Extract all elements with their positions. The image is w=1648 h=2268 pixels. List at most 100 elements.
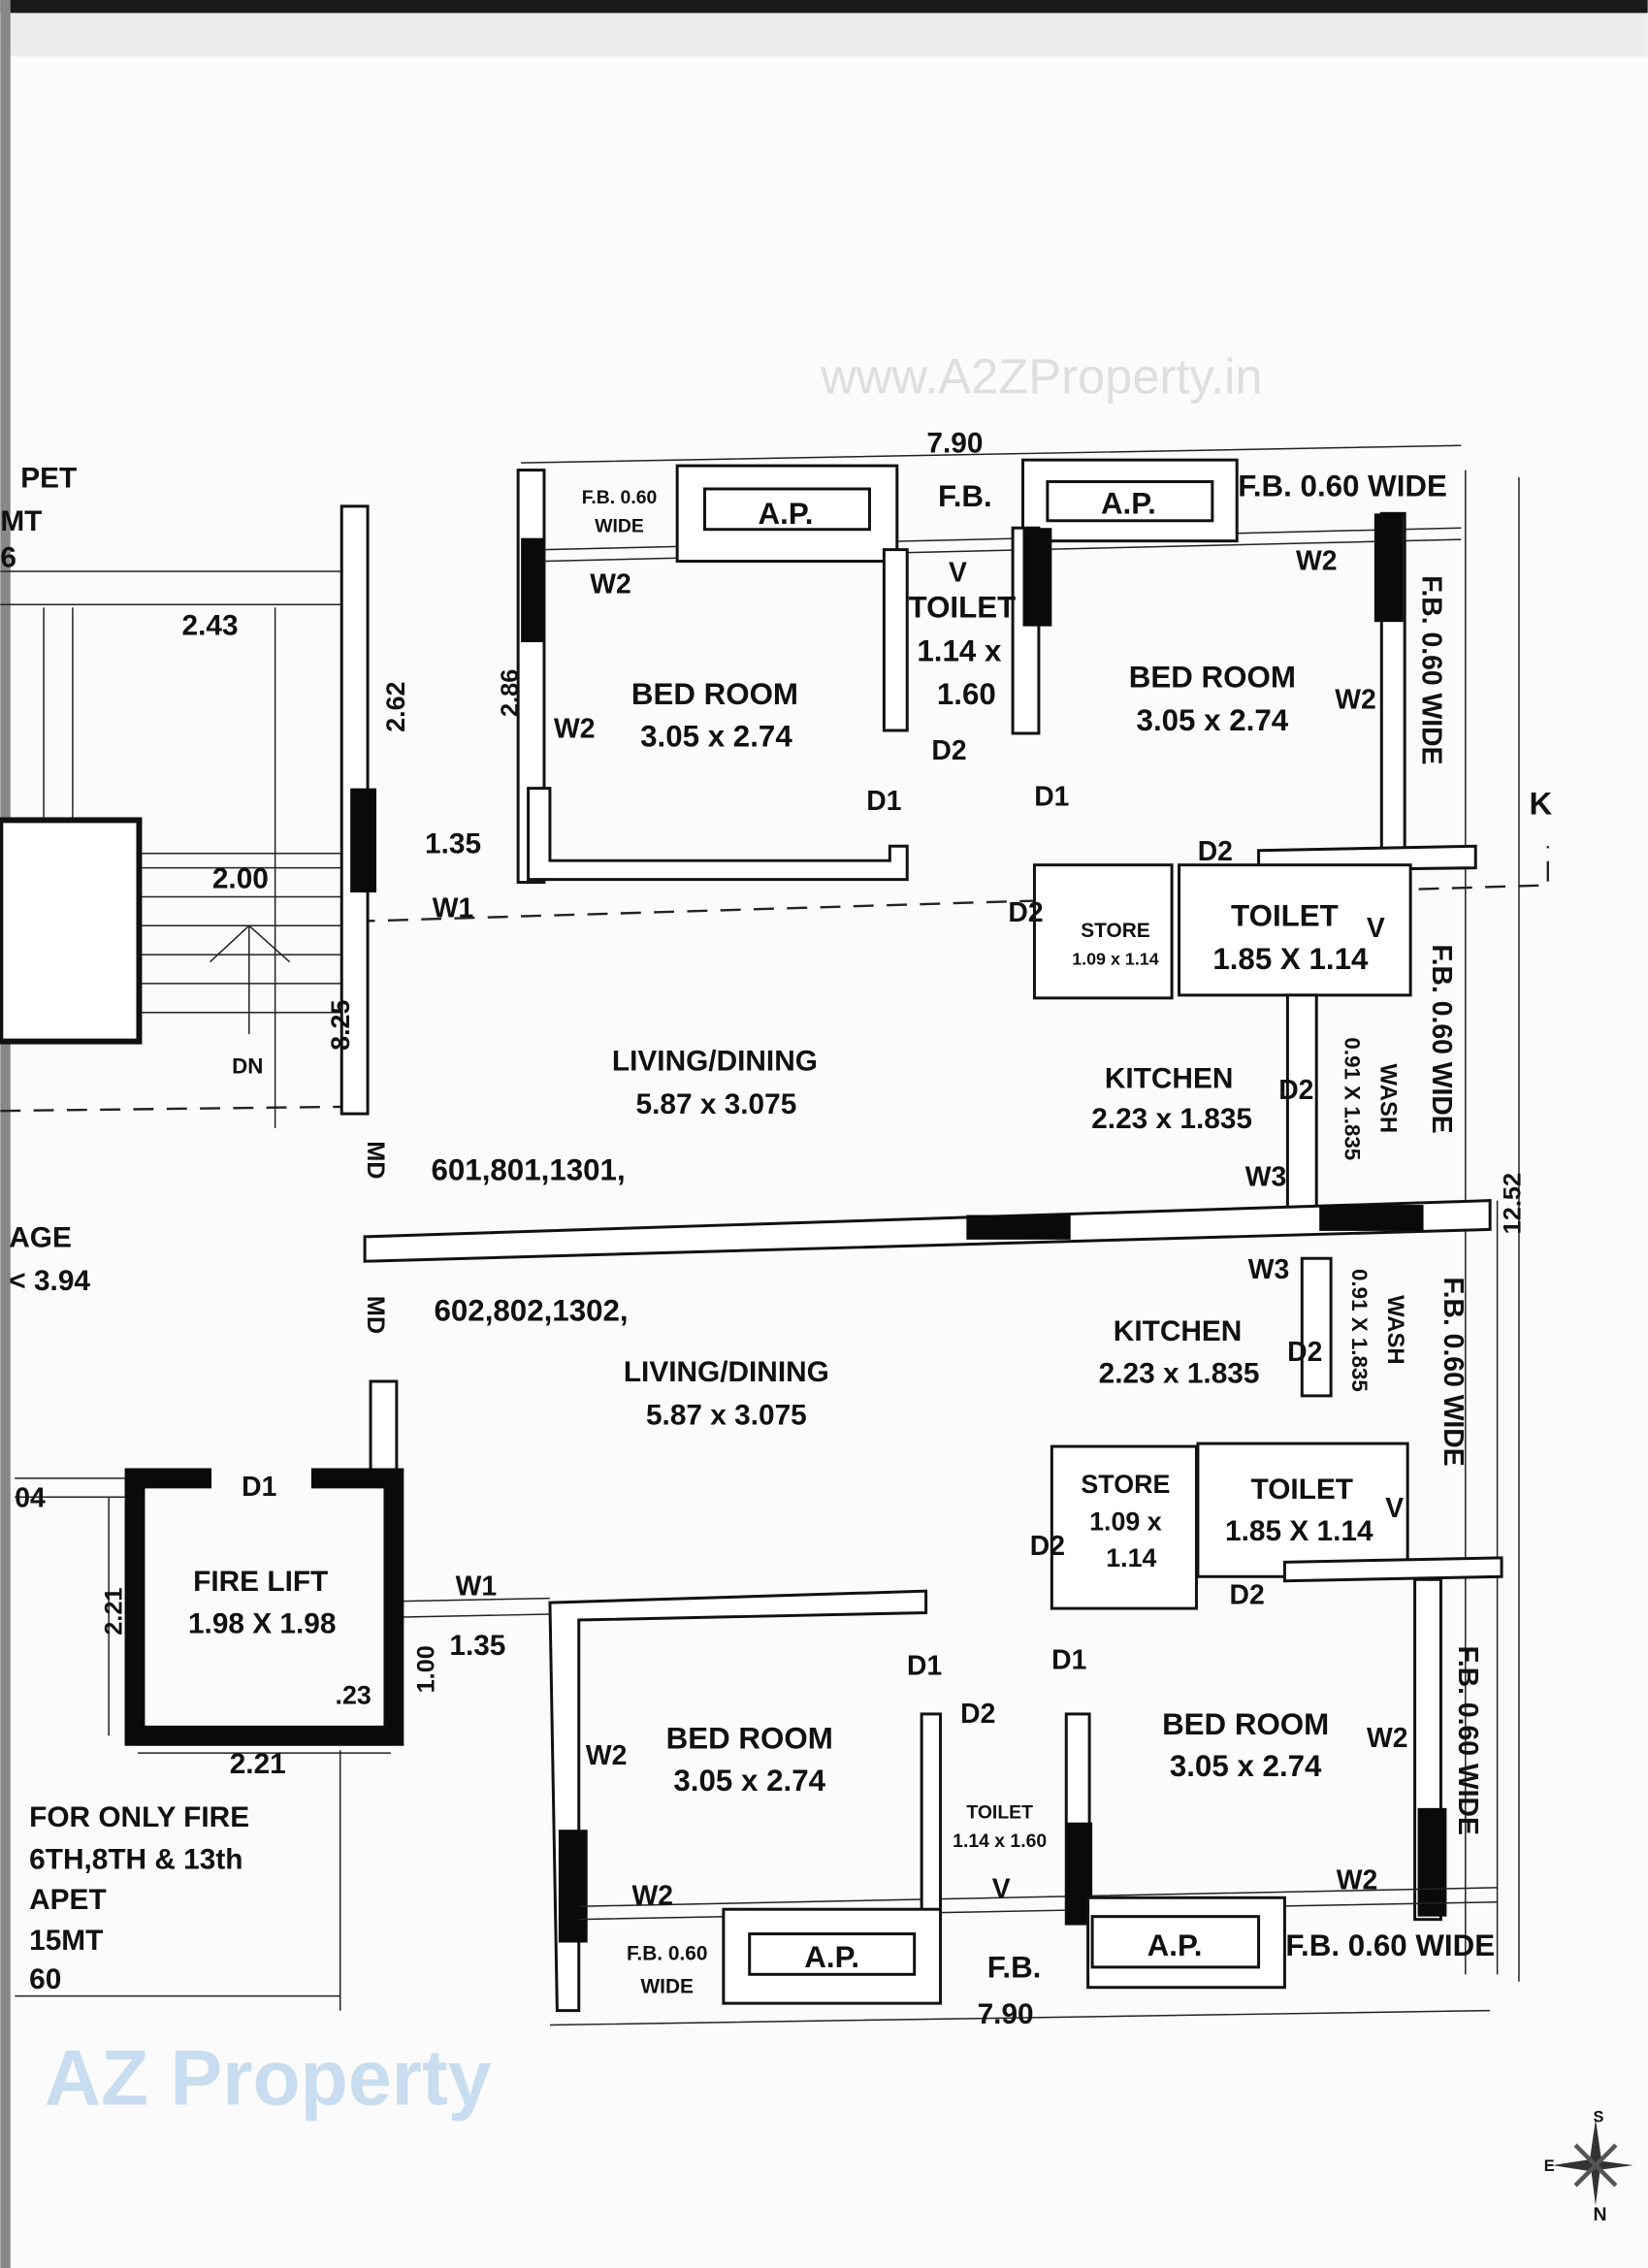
flat-numbers: 601,801,1301, bbox=[431, 1153, 625, 1187]
dimension-label: 1.00 bbox=[413, 1645, 440, 1693]
room-size: 2.23 x 1.835 bbox=[1091, 1103, 1252, 1135]
dimension-label: 2.86 bbox=[497, 669, 524, 717]
room-name: WASH bbox=[1382, 1295, 1408, 1365]
room-name: FIRE LIFT bbox=[193, 1566, 328, 1598]
fb-label: F.B. bbox=[987, 1950, 1042, 1984]
room-size: 1.09 x 1.14 bbox=[1072, 950, 1159, 969]
dimension-label: .23 bbox=[336, 1680, 372, 1709]
fb-label: F.B. 0.60 WIDE bbox=[1285, 1928, 1495, 1962]
note-text: MT bbox=[0, 505, 42, 537]
room-size: 1.14 x 1.60 bbox=[953, 1831, 1047, 1852]
room-size: 5.87 x 3.075 bbox=[636, 1088, 797, 1120]
note-text: AGE bbox=[9, 1221, 72, 1253]
window-label: W2 bbox=[1337, 1864, 1377, 1895]
compass-east: E bbox=[1544, 2157, 1555, 2175]
door-label: D2 bbox=[1278, 1075, 1313, 1106]
site-watermark: www.A2ZProperty.in bbox=[820, 349, 1262, 405]
fb-label: WIDE bbox=[595, 516, 644, 537]
door-label: D2 bbox=[931, 735, 966, 766]
fb-label: F.B. 0.60 WIDE bbox=[1426, 945, 1457, 1134]
fb-label: F.B. 0.60 WIDE bbox=[1238, 469, 1447, 502]
dimension-label: 2.43 bbox=[182, 610, 239, 642]
room-name: TOILET bbox=[1231, 898, 1339, 932]
fb-label: F.B. 0.60 bbox=[582, 487, 658, 508]
room-size: 1.09 x bbox=[1089, 1507, 1162, 1537]
room-size: 0.91 X 1.835 bbox=[1341, 1037, 1365, 1160]
dimension-label: 2.00 bbox=[212, 863, 269, 895]
fb-label: WIDE bbox=[640, 1976, 694, 1998]
compass-north: N bbox=[1593, 2204, 1606, 2225]
room-name: BED ROOM bbox=[631, 677, 798, 711]
room-size: 1.14 x bbox=[917, 633, 1002, 667]
room-name: LIVING/DINING bbox=[624, 1356, 829, 1388]
note-text: 04 bbox=[15, 1483, 46, 1514]
window-label: W2 bbox=[1335, 685, 1376, 716]
vent-label: V bbox=[1367, 913, 1385, 944]
main-door-label: MD bbox=[362, 1296, 389, 1334]
door-label: D1 bbox=[242, 1472, 276, 1503]
walls bbox=[0, 444, 1549, 2026]
fb-label: F.B. bbox=[938, 479, 992, 513]
dimension-label: 1.35 bbox=[449, 1630, 505, 1662]
door-label: D2 bbox=[1008, 897, 1043, 928]
overall-width-top: 7.90 bbox=[926, 428, 983, 460]
door-label: D2 bbox=[1030, 1531, 1065, 1562]
window-label: W3 bbox=[1245, 1162, 1286, 1193]
note-text: 6 bbox=[0, 542, 16, 574]
fb-label: F.B. 0.60 WIDE bbox=[1416, 575, 1447, 764]
room-name: LIVING/DINING bbox=[612, 1045, 818, 1077]
dimension-label: 2.21 bbox=[230, 1748, 286, 1780]
room-size: 1.85 X 1.14 bbox=[1212, 942, 1369, 976]
door-label: D2 bbox=[1287, 1337, 1322, 1368]
room-name: STORE bbox=[1081, 1470, 1170, 1499]
door-label: D1 bbox=[907, 1651, 942, 1682]
room-name: TOILET bbox=[909, 591, 1017, 625]
ap-label: A.P. bbox=[1147, 1928, 1203, 1962]
overall-depth: 12.52 bbox=[1499, 1173, 1526, 1234]
door-label: D1 bbox=[1034, 782, 1069, 813]
room-name: STORE bbox=[1081, 920, 1150, 942]
vent-label: V bbox=[992, 1873, 1011, 1904]
room-name: TOILET bbox=[966, 1801, 1033, 1823]
window-label: W2 bbox=[1296, 545, 1337, 576]
fire-lift-shaft bbox=[124, 1468, 404, 1746]
room-name: BED ROOM bbox=[1129, 660, 1296, 694]
note-text: APET bbox=[29, 1884, 107, 1916]
section-mark: K bbox=[1529, 785, 1552, 821]
door-label: D2 bbox=[960, 1699, 995, 1730]
scan-top-edge bbox=[0, 0, 1648, 14]
window-label: W2 bbox=[586, 1740, 628, 1771]
fb-label: F.B. 0.60 WIDE bbox=[1438, 1277, 1469, 1466]
room-size: 1.14 bbox=[1106, 1543, 1156, 1572]
stair-well bbox=[0, 817, 143, 1045]
window-label: W2 bbox=[554, 713, 596, 744]
room-name: BED ROOM bbox=[1162, 1707, 1329, 1741]
vent-label: V bbox=[1385, 1493, 1404, 1524]
note-text: < 3.94 bbox=[9, 1265, 90, 1297]
note-text: 60 bbox=[29, 1963, 61, 1995]
note-text: PET bbox=[20, 462, 77, 494]
dimension-label: 8.25 bbox=[326, 1000, 355, 1051]
window-label: W3 bbox=[1248, 1254, 1290, 1285]
window-label: W2 bbox=[590, 568, 631, 599]
door-label: D2 bbox=[1198, 836, 1233, 867]
window-label: W2 bbox=[632, 1881, 674, 1912]
ap-label: A.P. bbox=[1101, 486, 1156, 520]
door-label: D2 bbox=[1230, 1580, 1265, 1611]
room-name: KITCHEN bbox=[1105, 1062, 1234, 1094]
fb-label: F.B. 0.60 WIDE bbox=[1452, 1646, 1483, 1835]
flat-numbers: 602,802,1302, bbox=[434, 1293, 628, 1327]
room-name: BED ROOM bbox=[666, 1722, 833, 1756]
ap-label: A.P. bbox=[759, 497, 814, 531]
logo-watermark: AZ Property bbox=[45, 2035, 492, 2122]
fb-label: F.B. 0.60 bbox=[627, 1942, 707, 1964]
room-size: 3.05 x 2.74 bbox=[1170, 1749, 1322, 1783]
note-text: FOR ONLY FIRE bbox=[29, 1801, 249, 1833]
room-name: KITCHEN bbox=[1114, 1315, 1243, 1347]
dimension-label: 1.35 bbox=[425, 828, 481, 860]
room-size: 1.98 X 1.98 bbox=[188, 1607, 337, 1639]
overall-width-bottom: 7.90 bbox=[978, 1998, 1034, 2030]
dimension-label: 2.62 bbox=[381, 682, 410, 732]
